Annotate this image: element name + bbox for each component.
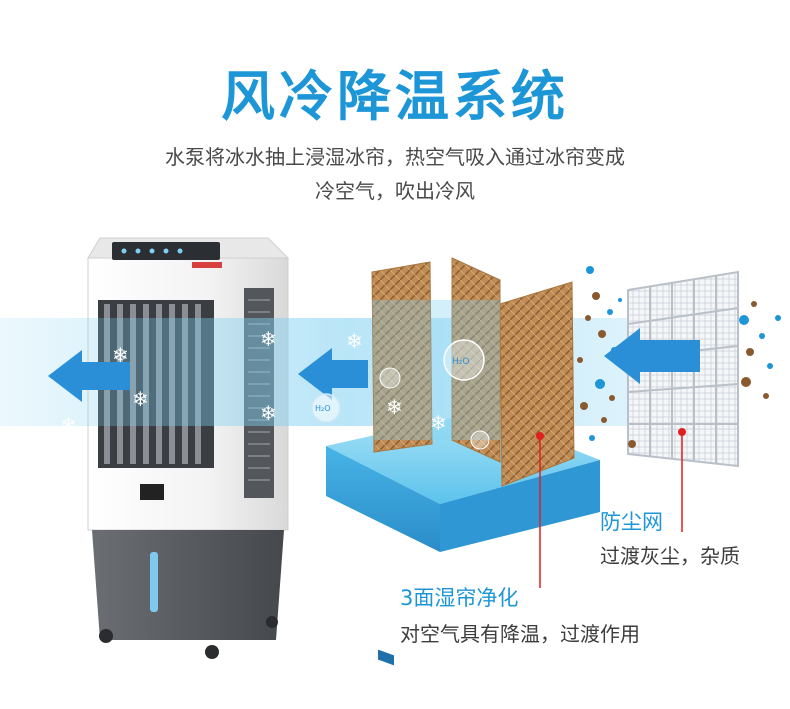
water-level-window: [150, 552, 158, 612]
bubble-icon: [470, 430, 490, 450]
snowflake-icon: ❄: [260, 327, 277, 351]
brand-logo-icon: [140, 484, 164, 500]
control-button-icon: [135, 248, 141, 254]
warning-sticker: [192, 262, 222, 268]
subtitle-line-1: 水泵将冰水抽上浸湿冰帘，热空气吸入通过冰帘变成: [165, 145, 625, 169]
wet-pads: [371, 257, 575, 487]
bubble-icon: [311, 393, 341, 423]
subtitle-line-2: 冷空气，吹出冷风: [315, 179, 475, 203]
wet-pad-label: 3面湿帘净化: [400, 586, 519, 610]
dust-net-description: 过渡灰尘，杂质: [600, 544, 740, 568]
wheel-icon: [99, 629, 113, 643]
wet-pad-back: [451, 257, 501, 463]
water-tank-base: [92, 530, 284, 640]
water-bubbles: H₂O H₂O: [311, 339, 490, 450]
dust-net-label: 防尘网: [600, 510, 663, 534]
control-button-icon: [163, 248, 169, 254]
snowflake-icon: ❄: [346, 329, 363, 353]
air-output-arrow-icon: [48, 350, 130, 402]
snowflake-icon: ❄: [132, 387, 149, 411]
wet-pad-left: [371, 261, 433, 453]
wet-pad-right: [499, 281, 575, 487]
snowflake-icon: ❄: [112, 343, 129, 367]
snowflake-icons: ❄ ❄ ❄ ❄ ❄ ❄ ❄ ❄: [60, 327, 447, 437]
air-intake-arrow-icon: [604, 328, 700, 384]
snowflake-icon: ❄: [386, 395, 403, 419]
wet-pad-description: 对空气具有降温，过渡作用: [400, 622, 640, 646]
callout-markers: [536, 428, 686, 588]
air-through-pad-arrow-icon: [298, 348, 368, 400]
wheel-icon: [205, 645, 219, 659]
page-title: 风冷降温系统: [221, 65, 569, 128]
bubble-icon: [443, 339, 485, 381]
air-cooler: [87, 237, 290, 659]
pump-icon: [378, 649, 394, 666]
wheel-icon: [266, 616, 278, 628]
control-button-icon: [121, 248, 127, 254]
bubble-label: H₂O: [315, 404, 331, 413]
snowflake-icon: ❄: [260, 401, 277, 425]
snowflake-icon: ❄: [60, 413, 77, 437]
bubble-label: H₂O: [452, 357, 469, 367]
bubble-icon: [379, 367, 401, 389]
snowflake-icon: ❄: [430, 411, 447, 435]
control-button-icon: [177, 248, 183, 254]
page-subtitle: 水泵将冰水抽上浸湿冰帘，热空气吸入通过冰帘变成 冷空气，吹出冷风: [0, 140, 790, 208]
control-button-icon: [149, 248, 155, 254]
